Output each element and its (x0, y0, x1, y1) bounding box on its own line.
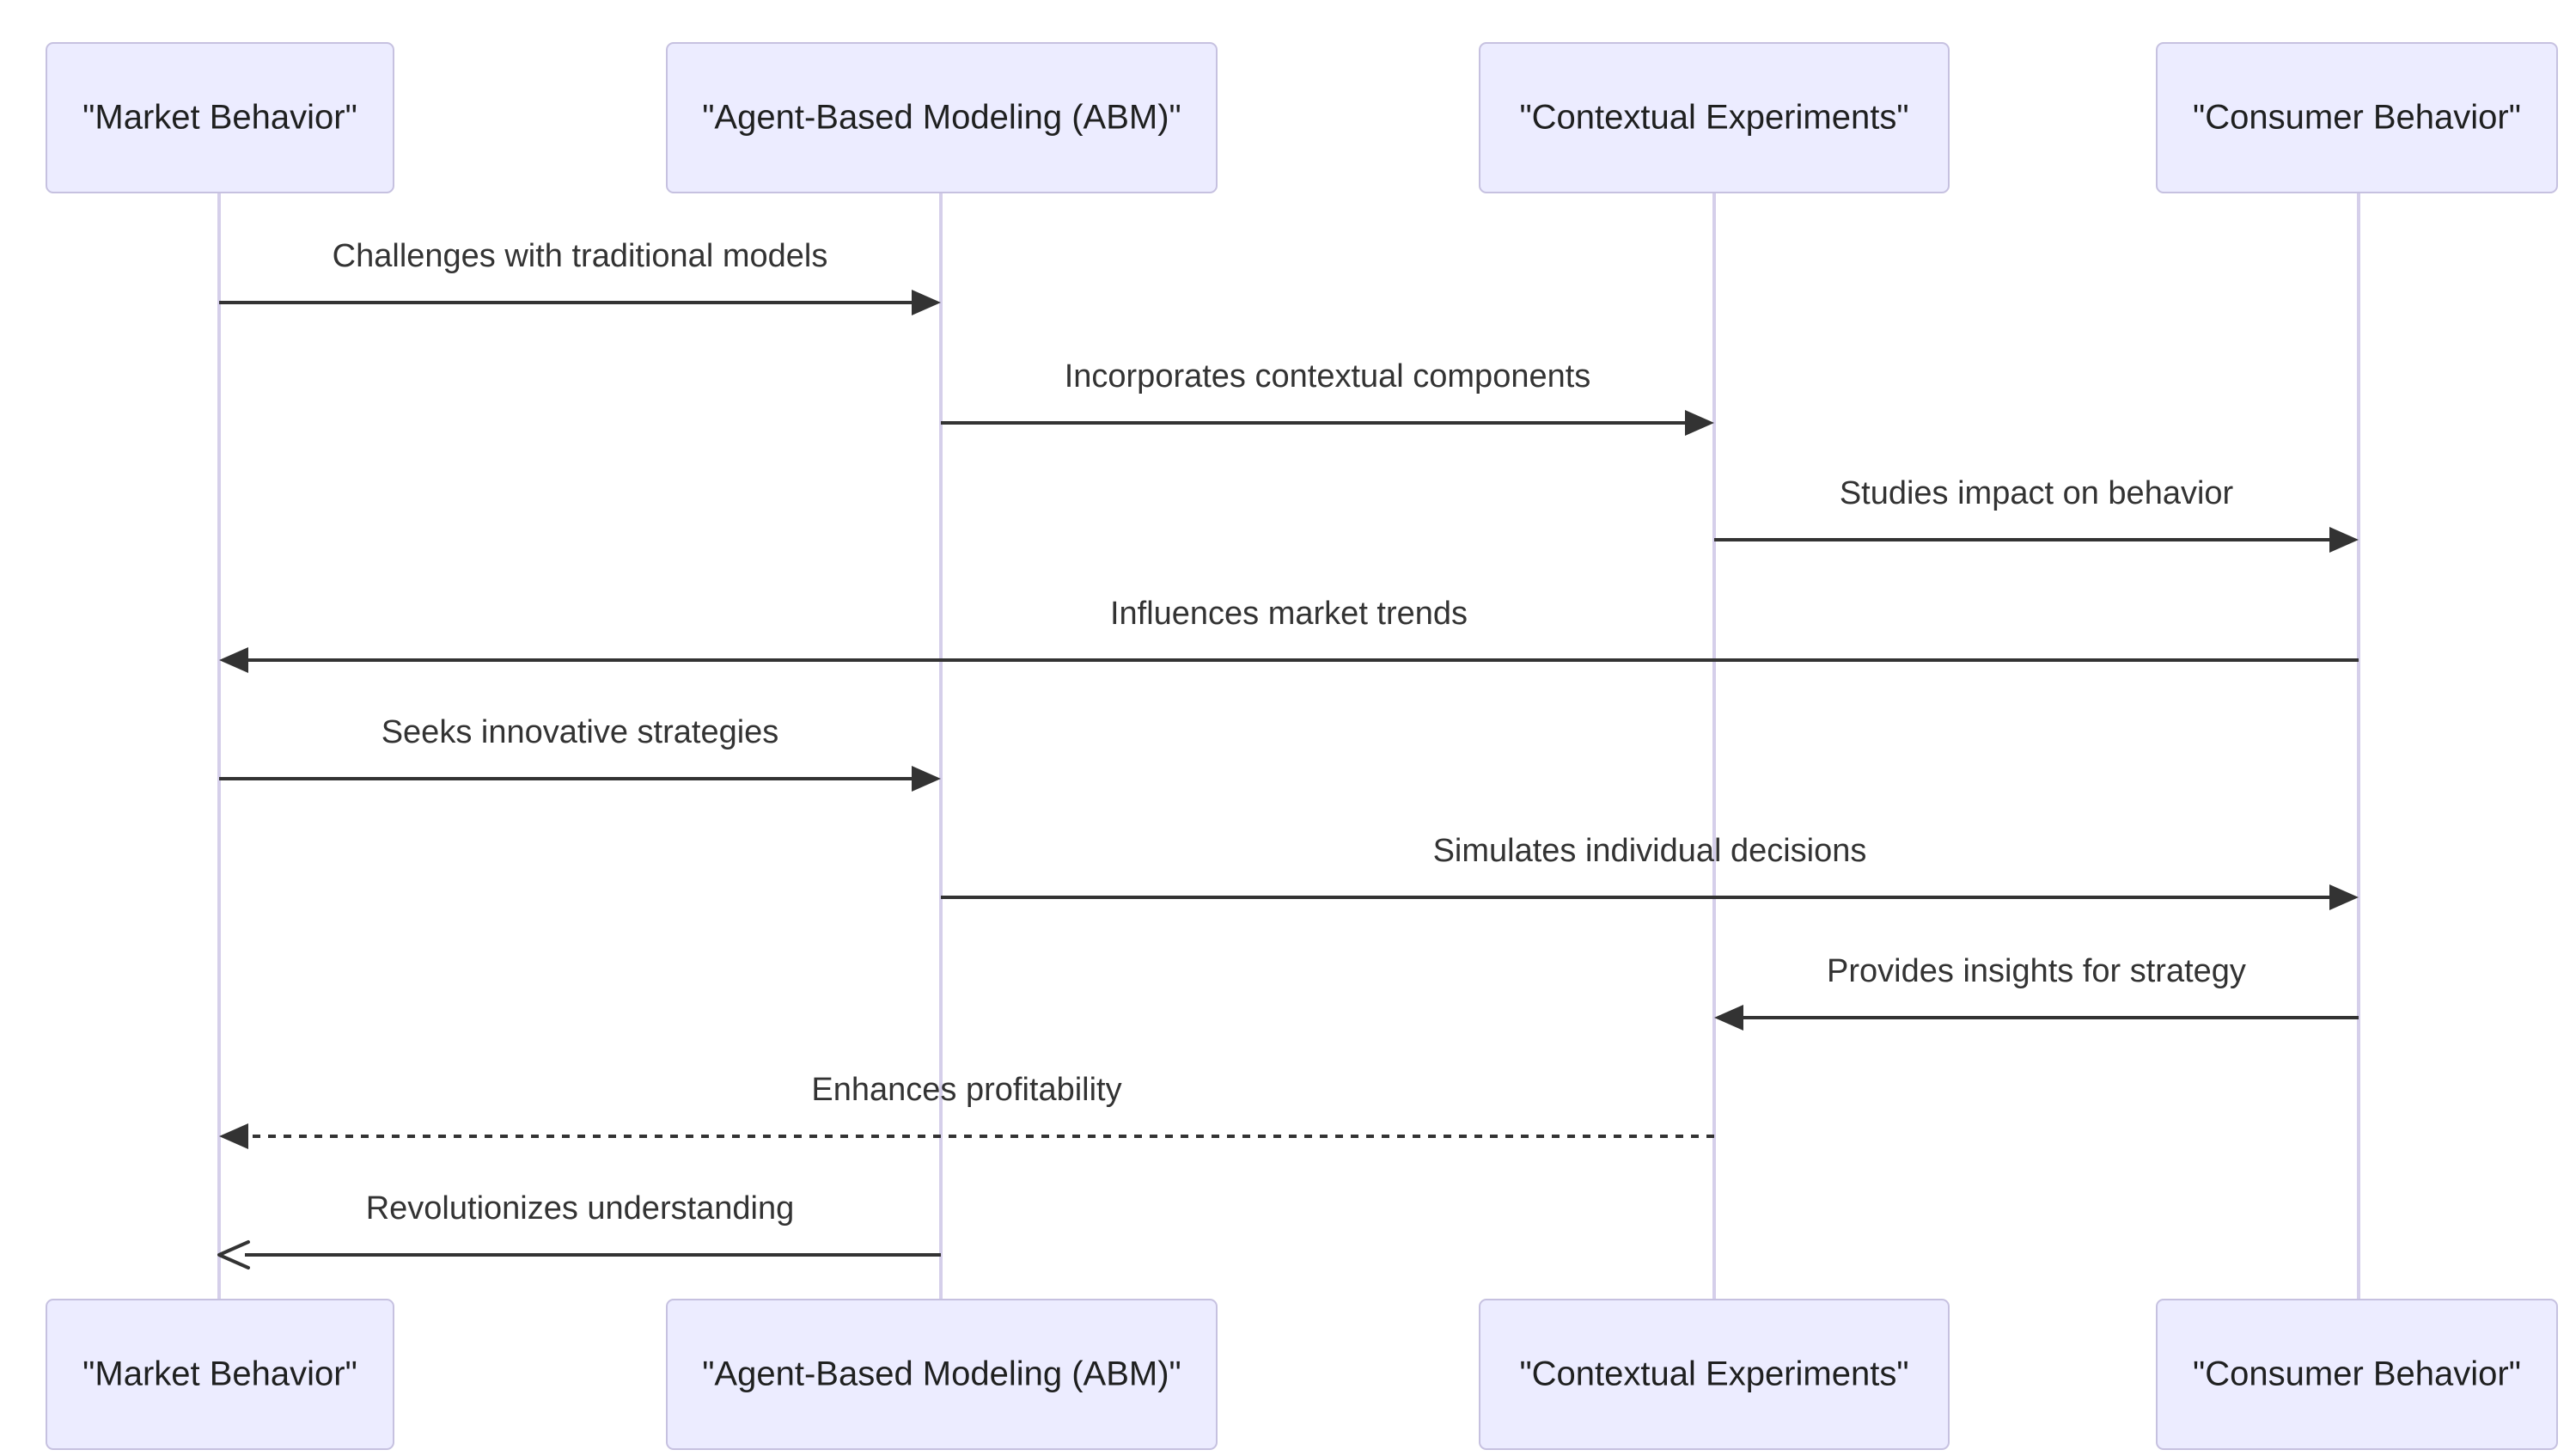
message-4[interactable]: Influences market trends (219, 596, 2359, 673)
actor-top-consumer[interactable]: "Consumer Behavior" (2156, 42, 2558, 193)
actors-top-layer: "Market Behavior" "Agent-Based Modeling (… (46, 42, 2558, 193)
actor-box-rect (1479, 1299, 1950, 1450)
message-9[interactable]: Revolutionizes understanding (217, 1190, 941, 1269)
arrowhead-filled-icon (912, 766, 941, 792)
actor-box-rect (2156, 1299, 2558, 1450)
message-label: Enhances profitability (811, 1072, 1121, 1108)
message-7[interactable]: Provides insights for strategy (1714, 953, 2359, 1031)
actor-bottom-market[interactable]: "Market Behavior" (46, 1299, 394, 1450)
message-3[interactable]: Studies impact on behavior (1714, 475, 2359, 553)
message-label: Studies impact on behavior (1840, 475, 2234, 511)
message-label: Incorporates contextual components (1065, 358, 1591, 395)
actors-bottom-layer: "Market Behavior" "Agent-Based Modeling (… (46, 1299, 2558, 1450)
actor-label: "Agent-Based Modeling (ABM)" (702, 1355, 1181, 1393)
actor-top-abm[interactable]: "Agent-Based Modeling (ABM)" (666, 42, 1218, 193)
message-label: Influences market trends (1110, 596, 1468, 632)
actor-box-rect (1479, 42, 1950, 193)
message-label: Provides insights for strategy (1827, 953, 2246, 989)
actor-label: "Consumer Behavior" (2193, 99, 2521, 137)
arrowhead-filled-icon (2329, 527, 2359, 553)
arrowhead-filled-icon (1714, 1005, 1743, 1031)
arrowhead-filled-icon (219, 647, 248, 673)
actor-top-contextual[interactable]: "Contextual Experiments" (1479, 42, 1950, 193)
actor-box-rect (46, 1299, 394, 1450)
actor-box-rect (666, 1299, 1218, 1450)
arrowhead-filled-icon (2329, 884, 2359, 910)
message-2[interactable]: Incorporates contextual components (941, 358, 1714, 436)
actor-top-market[interactable]: "Market Behavior" (46, 42, 394, 193)
actor-box-rect (666, 42, 1218, 193)
actor-label: "Market Behavior" (82, 99, 357, 137)
actor-label: "Contextual Experiments" (1519, 99, 1908, 137)
actor-label: "Market Behavior" (82, 1355, 357, 1393)
actor-bottom-abm[interactable]: "Agent-Based Modeling (ABM)" (666, 1299, 1218, 1450)
message-label: Challenges with traditional models (333, 238, 828, 274)
arrowhead-filled-icon (1685, 410, 1714, 436)
message-label: Revolutionizes understanding (366, 1190, 795, 1227)
message-5[interactable]: Seeks innovative strategies (219, 714, 941, 792)
message-1[interactable]: Challenges with traditional models (219, 238, 941, 315)
actor-label: "Consumer Behavior" (2193, 1355, 2521, 1393)
lifelines-layer (217, 193, 2360, 1300)
arrowhead-open-icon (217, 1240, 250, 1269)
messages-layer: Challenges with traditional modelsIncorp… (217, 238, 2359, 1269)
message-8[interactable]: Enhances profitability (219, 1072, 1714, 1149)
message-label: Seeks innovative strategies (382, 714, 779, 750)
actor-box-rect (2156, 42, 2558, 193)
message-6[interactable]: Simulates individual decisions (941, 833, 2359, 910)
actor-bottom-contextual[interactable]: "Contextual Experiments" (1479, 1299, 1950, 1450)
arrowhead-filled-icon (912, 290, 941, 315)
actor-label: "Agent-Based Modeling (ABM)" (702, 99, 1181, 137)
actor-box-rect (46, 42, 394, 193)
message-label: Simulates individual decisions (1433, 833, 1867, 869)
actor-bottom-consumer[interactable]: "Consumer Behavior" (2156, 1299, 2558, 1450)
actor-label: "Contextual Experiments" (1519, 1355, 1908, 1393)
arrowhead-filled-icon (219, 1123, 248, 1149)
